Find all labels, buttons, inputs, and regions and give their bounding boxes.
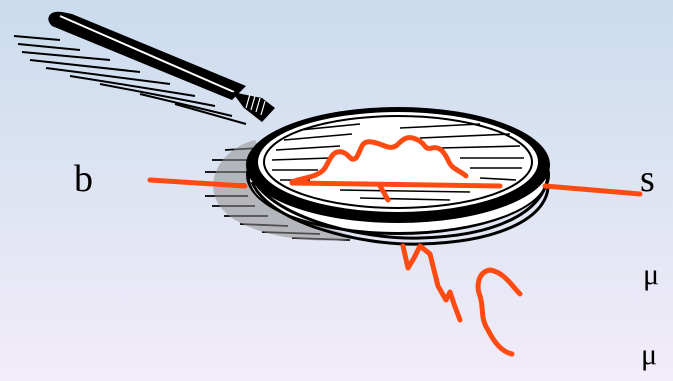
label-b: b [74,160,93,198]
label-mu-2: μ [641,340,657,370]
handle [48,12,275,122]
label-s: s [640,160,655,198]
lepton-lines [403,246,520,354]
label-mu-1: μ [643,260,659,290]
